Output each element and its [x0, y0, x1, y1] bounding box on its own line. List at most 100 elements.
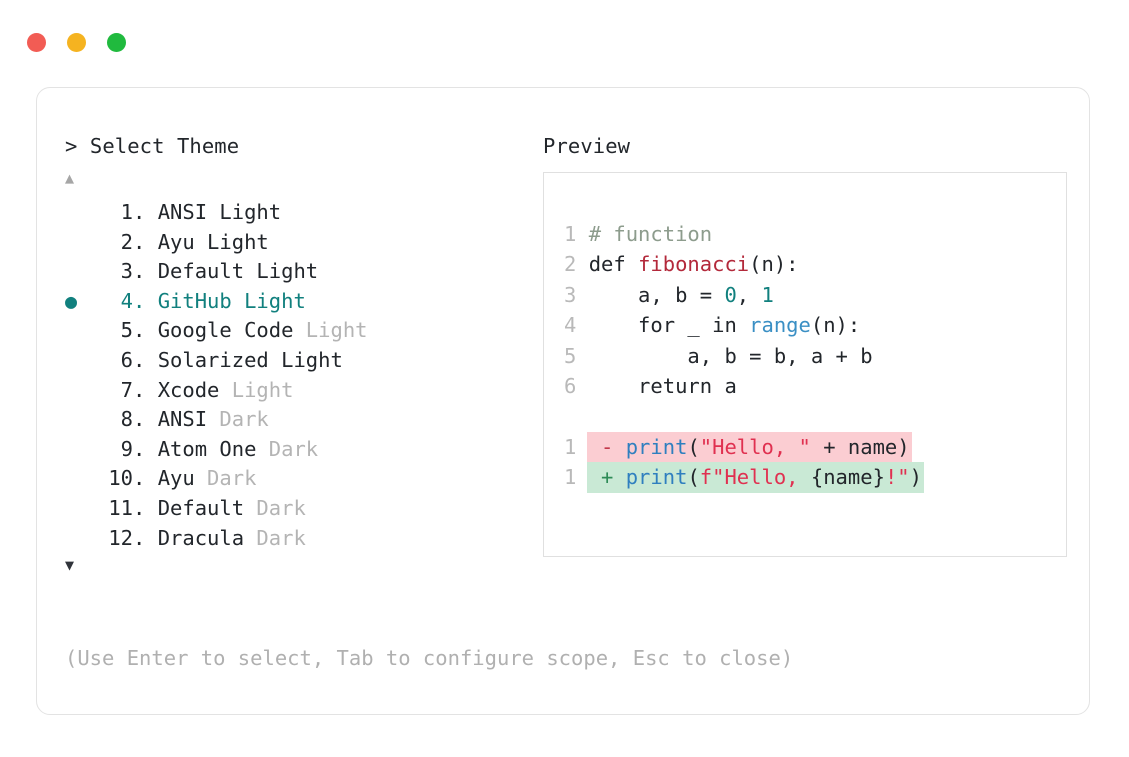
code-token: fibonacci — [638, 252, 750, 277]
preview-column: Preview — [543, 132, 1067, 160]
theme-list-item[interactable]: 6. Solarized Light — [65, 346, 535, 376]
theme-item-name: Google Code — [157, 318, 294, 343]
keyboard-hint: (Use Enter to select, Tab to configure s… — [65, 646, 794, 670]
theme-item-number: 4 — [120, 288, 133, 313]
theme-item-number: 6 — [120, 347, 133, 372]
theme-list-item[interactable]: 9. Atom One Dark — [65, 435, 535, 465]
bullet-placeholder — [65, 494, 91, 524]
theme-item-variant: Light — [268, 347, 343, 372]
theme-list-item[interactable]: 3. Default Light — [65, 257, 535, 287]
bullet-placeholder — [65, 228, 91, 258]
theme-item-separator: . — [133, 466, 158, 491]
code-token: return a — [588, 373, 737, 398]
theme-item-separator: . — [133, 200, 158, 224]
theme-list-item[interactable]: 12. Dracula Dark — [65, 524, 535, 554]
code-token: for _ in — [588, 313, 750, 338]
theme-item-number: 10 — [108, 466, 133, 491]
theme-item-name: GitHub — [157, 288, 232, 313]
theme-item-name: ANSI — [157, 407, 208, 432]
theme-item-name: Atom One — [157, 436, 257, 461]
theme-item-name: ANSI — [157, 200, 208, 224]
line-number: 1 — [564, 222, 589, 246]
diff-removed-line: - print("Hello, " + name) — [586, 431, 912, 463]
line-number: 1 — [564, 434, 589, 459]
theme-item-variant: Light — [194, 229, 269, 254]
code-token: - — [588, 434, 626, 459]
theme-item-name: Ayu — [157, 466, 195, 491]
theme-item-number: 2 — [120, 229, 133, 254]
theme-item-separator: . — [133, 347, 158, 372]
theme-item-separator: . — [133, 407, 158, 432]
bullet-placeholder — [65, 405, 91, 435]
code-token: def — [588, 252, 639, 277]
theme-item-variant: Light — [293, 318, 368, 343]
theme-item-variant: Dark — [244, 525, 306, 550]
bullet-placeholder — [65, 257, 91, 287]
theme-item-separator: . — [133, 525, 158, 550]
theme-item-variant: Light — [207, 200, 282, 224]
theme-list-item[interactable]: 10. Ayu Dark — [65, 464, 535, 494]
code-token: a, b = b, a + b — [588, 343, 873, 368]
theme-list-item[interactable]: 5. Google Code Light — [65, 316, 535, 346]
theme-item-name: Default — [157, 495, 245, 520]
theme-item-number: 9 — [120, 436, 133, 461]
theme-item-separator: . — [133, 495, 158, 520]
code-line: 6 return a — [564, 371, 924, 401]
maximize-icon[interactable] — [107, 33, 126, 52]
theme-list-item[interactable]: 7. Xcode Light — [65, 376, 535, 406]
theme-item-name: Dracula — [157, 525, 245, 550]
scroll-up-arrow-icon[interactable]: ▲ — [65, 169, 75, 187]
theme-item-number: 5 — [120, 318, 133, 343]
line-number: 5 — [564, 343, 589, 368]
theme-item-number: 7 — [120, 377, 133, 402]
minimize-icon[interactable] — [67, 33, 86, 52]
code-line: 3 a, b = 0, 1 — [564, 280, 924, 310]
theme-item-separator: . — [133, 436, 158, 461]
theme-item-separator: . — [133, 377, 158, 402]
code-token: ( — [687, 465, 700, 490]
theme-item-variant: Light — [231, 288, 306, 313]
diff-line: 1 + print(f"Hello, {name}!") — [564, 462, 924, 493]
theme-list-item[interactable]: 11. Default Dark — [65, 494, 535, 524]
line-number: 4 — [564, 313, 589, 338]
theme-item-name: Xcode — [157, 377, 220, 402]
theme-item-number: 8 — [120, 407, 133, 432]
bullet-placeholder — [65, 376, 91, 406]
theme-item-name: Default — [157, 259, 245, 284]
scroll-down-arrow-icon[interactable]: ▼ — [65, 556, 75, 575]
code-token: + — [588, 465, 626, 490]
theme-item-separator: . — [133, 318, 158, 343]
code-token: print — [625, 465, 688, 490]
bullet-placeholder — [65, 346, 91, 376]
code-token: + name) — [810, 434, 910, 459]
theme-item-variant: Light — [219, 377, 294, 402]
bullet-placeholder — [65, 316, 91, 346]
theme-item-separator: . — [133, 229, 158, 254]
bullet-placeholder — [65, 435, 91, 465]
code-line: 1 # function — [564, 219, 924, 249]
theme-item-name: Ayu — [157, 229, 195, 254]
code-token: range — [749, 313, 811, 338]
theme-list-item[interactable]: ● 4. GitHub Light — [65, 287, 535, 317]
code-token: "Hello, " — [699, 434, 811, 459]
theme-list[interactable]: 1. ANSI Light 2. Ayu Light 3. Default Li… — [65, 198, 535, 553]
bullet-placeholder — [65, 198, 91, 228]
theme-item-variant: Dark — [194, 466, 257, 491]
code-line: 4 for _ in range(n): — [564, 310, 924, 340]
theme-list-item[interactable]: 8. ANSI Dark — [65, 405, 535, 435]
code-token: 1 — [761, 282, 774, 307]
preview-label: Preview — [543, 134, 631, 158]
selected-bullet-icon: ● — [65, 288, 78, 313]
code-token: !" — [884, 465, 910, 490]
theme-list-item[interactable]: 1. ANSI Light — [65, 198, 535, 228]
close-icon[interactable] — [27, 33, 46, 52]
theme-item-separator: . — [133, 288, 158, 313]
code-token: a, b = — [588, 282, 725, 307]
theme-list-item[interactable]: 2. Ayu Light — [65, 228, 535, 258]
prompt-header: > Select Theme — [65, 134, 240, 158]
code-line: 2 def fibonacci(n): — [564, 249, 924, 279]
line-number: 3 — [564, 282, 589, 307]
theme-item-variant: Dark — [256, 436, 319, 461]
